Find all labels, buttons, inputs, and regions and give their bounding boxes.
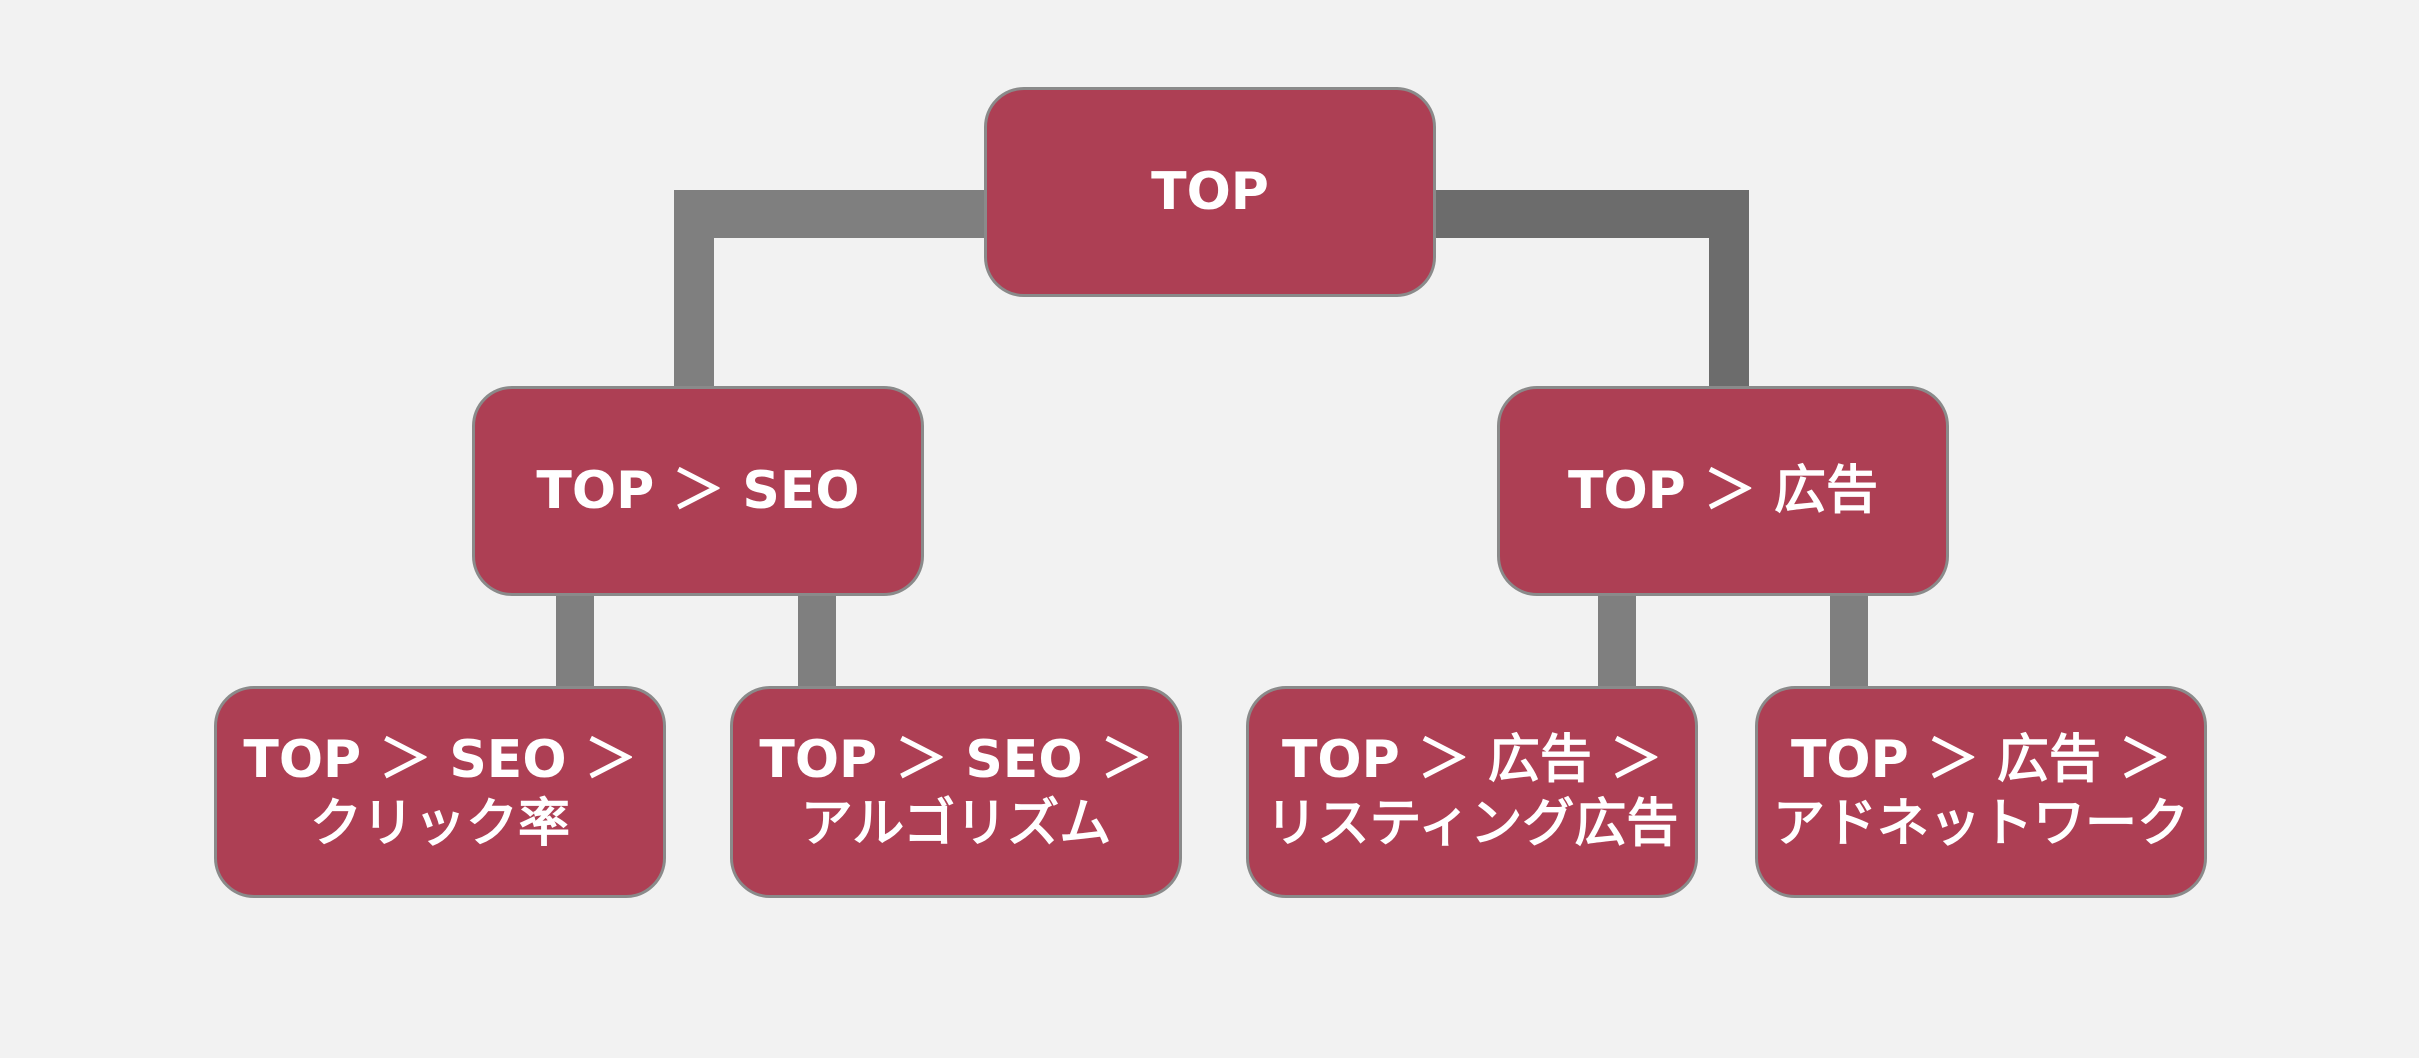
node-top-seo-label: TOP ＞ SEO	[536, 461, 860, 521]
node-top-seo: TOP ＞ SEO	[472, 386, 924, 596]
node-seo-click-rate-label: TOP ＞ SEO ＞ クリック率	[243, 730, 637, 854]
node-top-ads-label: TOP ＞ 広告	[1568, 461, 1878, 521]
node-seo-click-rate: TOP ＞ SEO ＞ クリック率	[214, 686, 666, 898]
node-top: TOP	[984, 87, 1436, 297]
node-seo-algorithm: TOP ＞ SEO ＞ アルゴリズム	[730, 686, 1182, 898]
node-ads-network: TOP ＞ 広告 ＞ アドネットワーク	[1755, 686, 2207, 898]
connector-ads-child1	[1598, 590, 1636, 692]
connector-root-left-vertical	[674, 190, 714, 390]
connector-root-right-vertical	[1709, 190, 1749, 390]
node-top-ads: TOP ＞ 広告	[1497, 386, 1949, 596]
connector-seo-child1	[556, 590, 594, 692]
node-ads-network-label: TOP ＞ 広告 ＞ アドネットワーク	[1772, 730, 2189, 854]
node-seo-algorithm-label: TOP ＞ SEO ＞ アルゴリズム	[759, 730, 1153, 854]
connector-root-left-horizontal	[674, 190, 988, 238]
connector-ads-child2	[1830, 590, 1868, 692]
connector-seo-child2	[798, 590, 836, 692]
connector-root-right-horizontal	[1432, 190, 1749, 238]
node-ads-listing-label: TOP ＞ 広告 ＞ リスティング広告	[1265, 730, 1679, 854]
node-top-label: TOP	[1151, 162, 1269, 222]
node-ads-listing: TOP ＞ 広告 ＞ リスティング広告	[1246, 686, 1698, 898]
